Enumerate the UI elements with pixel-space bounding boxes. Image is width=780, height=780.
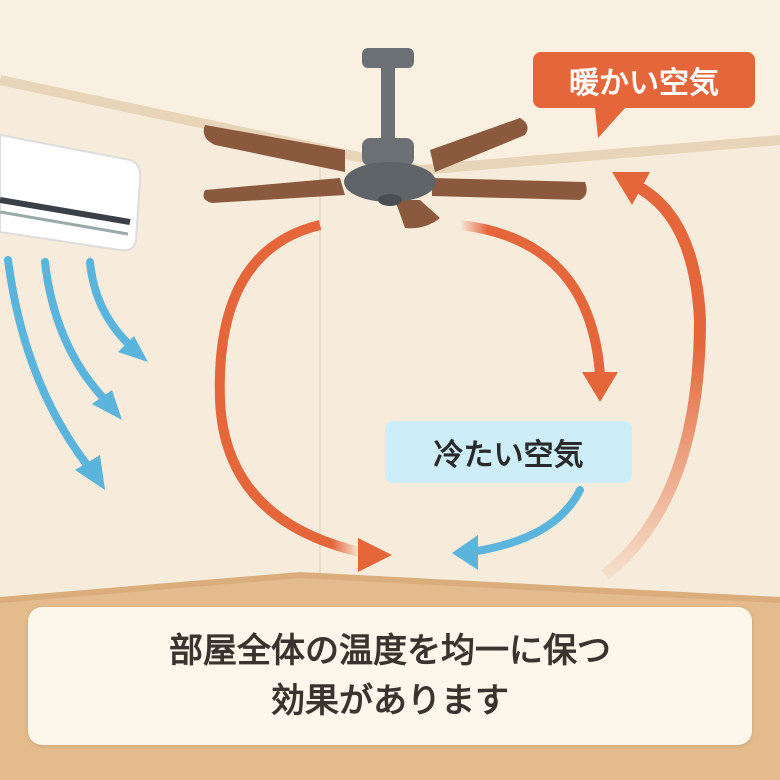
warm-arrowhead-left	[358, 538, 392, 572]
warm-arrowhead-right	[582, 372, 618, 402]
cool-arrowheads	[75, 336, 478, 570]
warm-air-label: 暖かい空気	[533, 52, 755, 108]
caption-line-2: 効果があります	[271, 681, 509, 721]
air-conditioner-icon	[0, 133, 142, 252]
warm-arrow-left	[214, 220, 362, 557]
ceiling-fan-icon	[203, 48, 587, 229]
caption-box: 部屋全体の温度を均一に保つ 効果があります	[28, 607, 752, 745]
baseboard	[0, 571, 780, 603]
warm-arrow-right	[459, 220, 605, 376]
warm-arrowhead-up	[612, 172, 650, 205]
warm-label-tail	[595, 108, 625, 138]
cool-air-label: 冷たい空気	[385, 421, 632, 483]
warm-arrow-up	[601, 182, 707, 580]
cool-airflow-arrows	[4, 256, 584, 556]
caption-line-1: 部屋全体の温度を均一に保つ	[169, 631, 611, 671]
